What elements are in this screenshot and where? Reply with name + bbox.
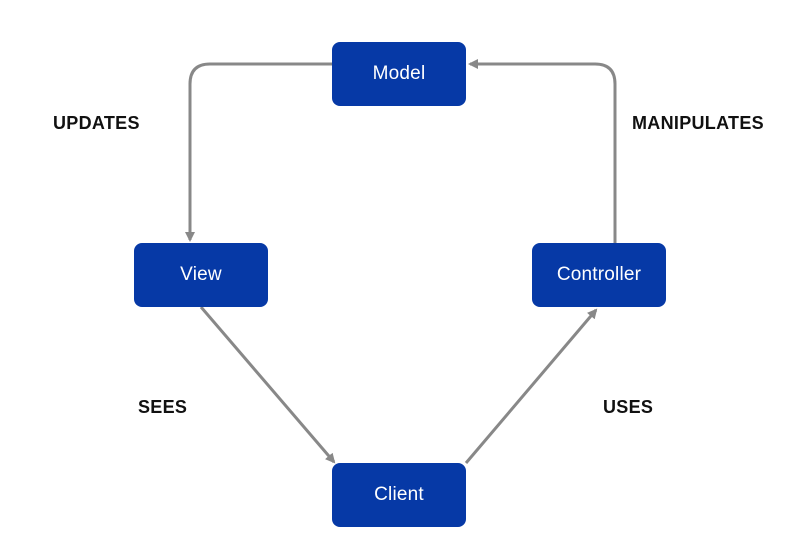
client-label: Client	[374, 484, 424, 505]
model-node: Model	[332, 42, 466, 106]
model-label: Model	[372, 63, 426, 84]
edge-label-sees: SEES	[138, 397, 188, 417]
controller-node: Controller	[532, 243, 666, 307]
client-node: Client	[332, 463, 466, 527]
view-node: View	[134, 243, 268, 307]
edge-label-manipulates: MANIPULATES	[632, 113, 764, 133]
arrow-model-to-view	[185, 62, 332, 242]
view-label: View	[180, 264, 222, 285]
arrow-controller-to-model	[468, 59, 617, 243]
controller-label: Controller	[556, 264, 642, 285]
edge-label-uses: USES	[603, 397, 654, 417]
edge-label-updates: UPDATES	[53, 113, 140, 133]
arrow-view-to-client	[199, 306, 336, 464]
arrow-client-to-controller	[464, 308, 598, 464]
